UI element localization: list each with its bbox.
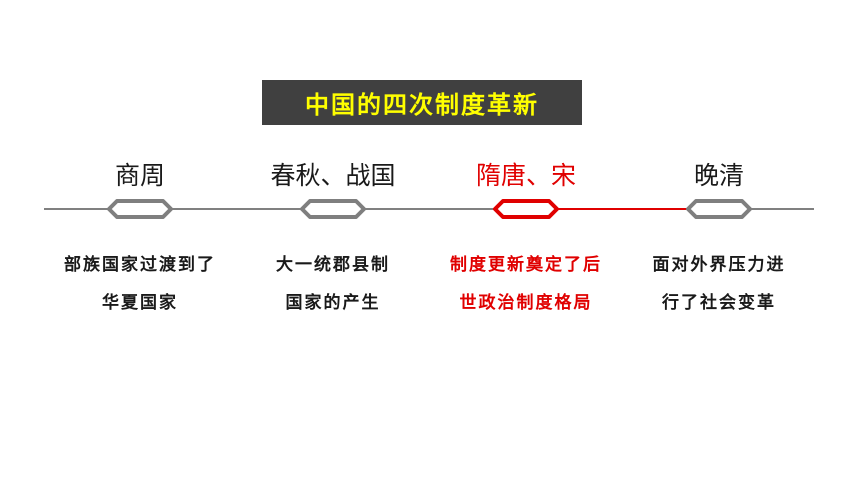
- timeline-node: [686, 199, 752, 219]
- diagram-title: 中国的四次制度革新: [305, 91, 539, 119]
- era-label-chunqiu-zhanguo: 春秋、战国: [270, 161, 396, 190]
- era-label-shang-zhou: 商周: [114, 161, 166, 190]
- stage-description-2: 大一统郡县制 国家的产生: [276, 246, 390, 322]
- era-label-wan-qing: 晚清: [693, 161, 745, 190]
- timeline-node: [300, 199, 366, 219]
- stage-description-line: 世政治制度格局: [459, 293, 593, 313]
- era-label-sui-tang-song: 隋唐、宋: [475, 161, 577, 190]
- stage-description-line: 行了社会变革: [662, 293, 776, 313]
- timeline-node: [493, 199, 559, 219]
- stage-description-line: 部族国家过渡到了: [64, 255, 216, 275]
- stage-description-1: 部族国家过渡到了 华夏国家: [64, 246, 216, 322]
- stage-description-3: 制度更新奠定了后 世政治制度格局: [450, 246, 602, 322]
- stage-description-line: 华夏国家: [102, 293, 178, 313]
- timeline-node: [107, 199, 173, 219]
- stage-description-line: 大一统郡县制: [276, 255, 390, 275]
- stage-description-line: 国家的产生: [285, 293, 381, 313]
- stage-description-line: 面对外界压力进: [652, 255, 786, 275]
- title-banner: 中国的四次制度革新: [262, 80, 582, 125]
- timeline: [44, 199, 814, 219]
- stage-description-4: 面对外界压力进 行了社会变革: [653, 246, 786, 322]
- stage-description-line: 制度更新奠定了后: [450, 255, 602, 275]
